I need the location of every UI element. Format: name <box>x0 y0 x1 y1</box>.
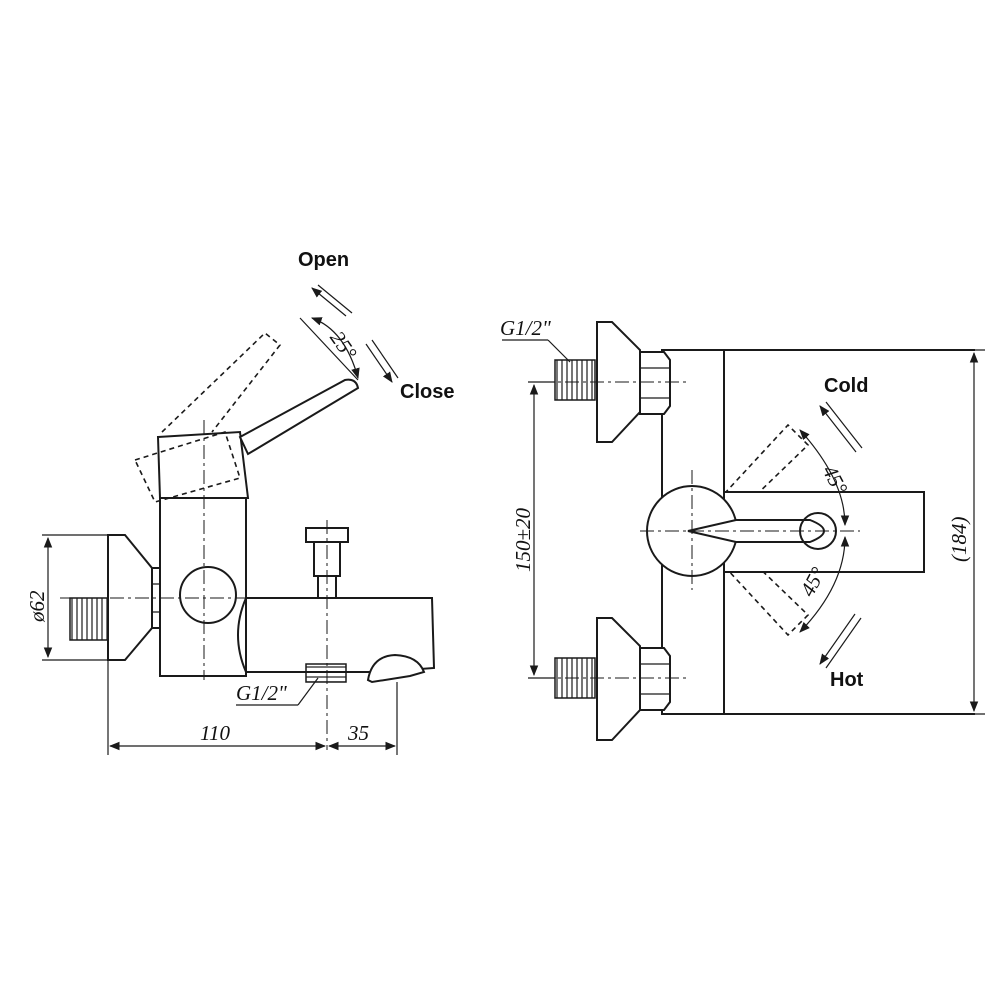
close-arrow <box>365 343 393 383</box>
side-thread-label: G1/2" <box>236 681 287 705</box>
hot-label: Hot <box>830 669 864 691</box>
side-lever-arm <box>238 378 360 456</box>
dim-110-label: 110 <box>200 721 230 745</box>
side-angle-label: 25° <box>325 326 362 364</box>
front-inlet-top-thread <box>554 359 596 401</box>
dim-150-label: 150±20 <box>511 507 535 572</box>
front-lever-cold-ghost <box>699 423 810 529</box>
dim-35-label: 35 <box>347 721 369 745</box>
front-flange-bottom <box>596 617 641 741</box>
hot-arrow <box>819 613 856 665</box>
open-arrow <box>311 287 347 317</box>
angle-arc-top <box>799 429 850 527</box>
side-lever-base-ghost <box>133 431 242 503</box>
cold-label: Cold <box>824 375 868 397</box>
side-inlet-thread <box>69 597 109 641</box>
front-nut-bottom <box>639 647 671 711</box>
side-view: 25° Open Close ø62 G1/2" 110 35 <box>25 249 454 755</box>
angle-arc-bottom <box>799 535 850 633</box>
open-label: Open <box>298 249 349 271</box>
outlet-thread <box>305 663 347 683</box>
cold-arrow <box>819 405 857 453</box>
front-nut-top <box>639 351 671 415</box>
side-lever-open-ghost <box>161 331 282 433</box>
diameter-label: ø62 <box>25 590 49 623</box>
close-label: Close <box>400 381 454 403</box>
front-thread-label: G1/2" <box>500 316 551 340</box>
shower-outlet <box>366 653 426 684</box>
front-view: 45° 45° Cold Hot G1/2" 150±20 (184) <box>500 316 985 741</box>
front-lever-hot-ghost <box>699 531 810 637</box>
side-cartridge <box>179 566 237 624</box>
dim-184-label: (184) <box>947 517 971 563</box>
